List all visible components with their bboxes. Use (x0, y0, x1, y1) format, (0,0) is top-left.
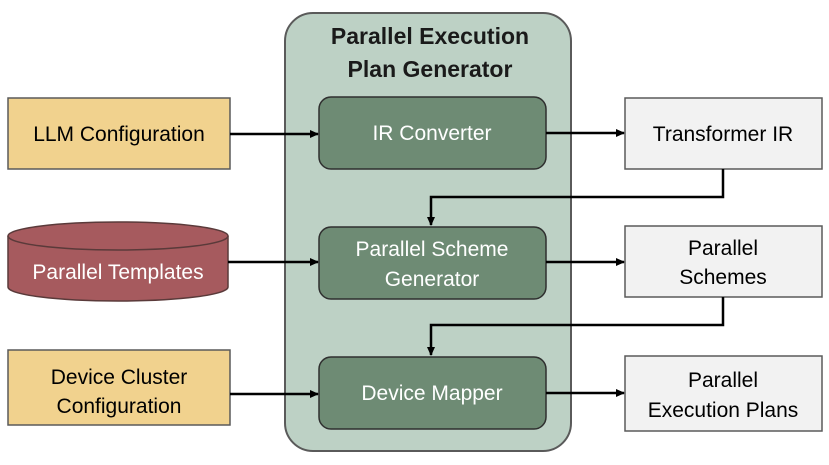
transformer-ir-label: Transformer IR (653, 123, 793, 146)
parallel-templates-database (7, 221, 229, 302)
container-title-line2: Plan Generator (348, 56, 513, 82)
device-cluster-configuration-box (7, 349, 231, 426)
scheme-generator-label-line1: Parallel Scheme (356, 238, 509, 261)
device-cluster-label-line1: Device Cluster (51, 366, 188, 389)
parallel-schemes-box (624, 225, 823, 298)
arrow-parallel-schemes-to-device-mapper (427, 297, 725, 356)
llm-configuration-box (7, 97, 231, 170)
scheme-generator-label-line2: Generator (385, 268, 480, 291)
llm-configuration-label: LLM Configuration (33, 123, 205, 146)
execution-plans-label-line2: Execution Plans (648, 399, 799, 422)
device-mapper-label: Device Mapper (361, 382, 502, 405)
arrow-transformer-ir-to-scheme-generator (427, 169, 725, 226)
ir-converter-label: IR Converter (372, 122, 491, 145)
execution-plans-label-line1: Parallel (688, 369, 758, 392)
parallel-schemes-label-line1: Parallel (688, 237, 758, 260)
device-cluster-label-line2: Configuration (57, 395, 182, 418)
parallel-execution-plans-box (624, 355, 823, 432)
parallel-templates-label: Parallel Templates (32, 261, 203, 284)
container-title-line1: Parallel Execution (331, 23, 529, 49)
parallel-schemes-label-line2: Schemes (679, 266, 767, 289)
